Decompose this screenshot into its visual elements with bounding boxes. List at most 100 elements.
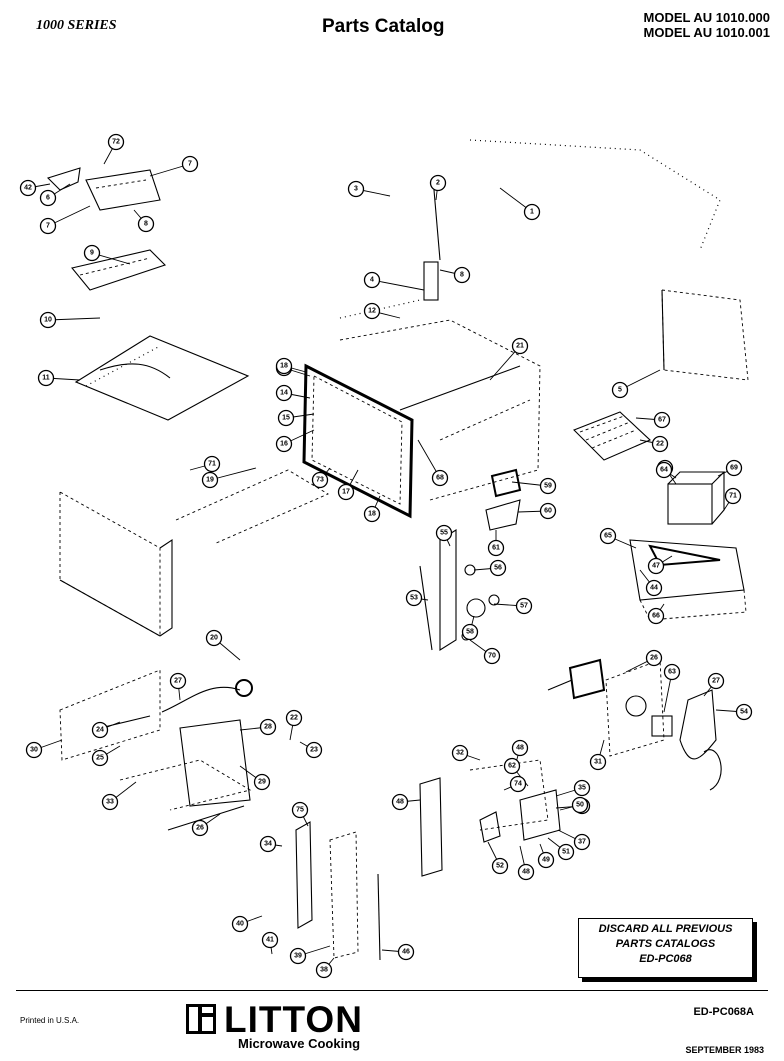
callout-circle	[347, 180, 365, 198]
printed-in-label: Printed in U.S.A.	[20, 1016, 80, 1025]
part-callout: 5	[611, 369, 661, 399]
part-callout: 48	[391, 793, 421, 811]
part-callout: 32	[451, 744, 481, 762]
callout-number: 8	[460, 272, 464, 279]
callout-leader-line	[371, 279, 425, 291]
callout-circle	[647, 607, 665, 625]
callout-circle	[453, 266, 471, 284]
callout-circle	[39, 311, 57, 329]
callout-circle	[275, 384, 293, 402]
callout-circle	[735, 703, 753, 721]
callout-number: 60	[544, 508, 552, 515]
callout-number: 33	[106, 799, 114, 806]
callout-number: 25	[96, 755, 104, 762]
callout-number: 9	[90, 250, 94, 257]
callout-number: 3	[354, 186, 358, 193]
callout-circle	[539, 502, 557, 520]
callout-circle	[203, 455, 221, 473]
callout-circle	[39, 217, 57, 235]
part-callout: 48	[517, 845, 535, 881]
callout-number: 69	[730, 465, 738, 472]
callout-circle	[557, 843, 575, 861]
part-callout: 50	[559, 796, 589, 814]
callout-number: 63	[668, 669, 676, 676]
part-callout: 69	[717, 459, 743, 477]
callout-number: 16	[280, 441, 288, 448]
part-callout: 53	[405, 589, 429, 607]
part-callout: 20	[205, 629, 241, 661]
callout-circle	[655, 461, 673, 479]
part-callout: 7	[149, 155, 199, 177]
callout-number: 23	[310, 747, 318, 754]
part-callout: 6	[39, 183, 71, 207]
callout-number: 7	[46, 223, 50, 230]
callout-number: 6	[46, 195, 50, 202]
part-callout: 56	[473, 559, 507, 577]
callout-number: 48	[522, 869, 530, 876]
part-callout: 41	[261, 931, 279, 955]
callout-number: 73	[316, 477, 324, 484]
part-callout: 60	[517, 502, 557, 520]
callout-circle	[285, 709, 303, 727]
part-callout: 61	[487, 530, 505, 557]
part-callout: 64	[655, 461, 677, 479]
callout-circle	[259, 718, 277, 736]
callout-number: 17	[342, 489, 350, 496]
callout-circle	[37, 369, 55, 387]
model-number: MODEL AU 1010.000	[643, 10, 770, 25]
callout-circle	[483, 647, 501, 665]
callout-number: 10	[44, 317, 52, 324]
part-callout: 2	[429, 174, 447, 201]
part-callout: 19	[201, 467, 257, 489]
callout-circle	[291, 801, 309, 819]
callout-number: 53	[410, 595, 418, 602]
callout-number: 67	[658, 417, 666, 424]
callout-circle	[169, 672, 187, 690]
callout-circle	[101, 793, 119, 811]
callout-circle	[137, 215, 155, 233]
callout-number: 11	[42, 375, 50, 382]
brand-name: LITTON	[224, 999, 363, 1040]
callout-circle	[491, 857, 509, 875]
part-callout: 75	[291, 801, 309, 827]
callout-number: 8	[144, 221, 148, 228]
callout-circle	[647, 557, 665, 575]
callout-circle	[571, 796, 589, 814]
callout-number: 65	[604, 533, 612, 540]
part-callout: 27	[169, 672, 187, 701]
model-numbers: MODEL AU 1010.000 MODEL AU 1010.001	[644, 10, 770, 40]
callout-number: 22	[290, 715, 298, 722]
callout-circle	[201, 471, 219, 489]
callout-number: 46	[402, 949, 410, 956]
callout-number: 4	[370, 277, 374, 284]
part-callout: 26	[625, 649, 663, 673]
callout-number: 64	[660, 467, 668, 474]
callout-number: 7	[188, 161, 192, 168]
callout-number: 26	[650, 655, 658, 662]
part-callout: 37	[557, 829, 591, 851]
part-callout: 74	[503, 775, 527, 793]
callout-circle	[261, 931, 279, 949]
part-callout: 22	[285, 709, 303, 741]
callout-number: 49	[542, 857, 550, 864]
callout-number: 14	[280, 390, 288, 397]
part-callout: 72	[103, 133, 125, 165]
part-callout: 30	[25, 739, 63, 759]
callout-circle	[429, 174, 447, 192]
discard-notice: DISCARD ALL PREVIOUS PARTS CATALOGS ED-P…	[578, 918, 753, 978]
part-callout: 25	[91, 745, 121, 767]
callout-number: 42	[24, 185, 32, 192]
callout-number: 39	[294, 953, 302, 960]
callout-number: 66	[652, 613, 660, 620]
part-callout: 70	[469, 639, 501, 665]
callout-number: 41	[266, 937, 274, 944]
litton-logo: LITTON Microwave Cooking	[186, 1000, 386, 1052]
callout-number: 57	[520, 603, 528, 610]
callout-circle	[363, 505, 381, 523]
callout-number: 27	[712, 678, 720, 685]
callout-number: 30	[30, 747, 38, 754]
callout-circle	[337, 483, 355, 501]
part-callout: 63	[663, 663, 681, 713]
callout-number: 24	[96, 727, 104, 734]
part-callout: 58	[461, 615, 479, 641]
